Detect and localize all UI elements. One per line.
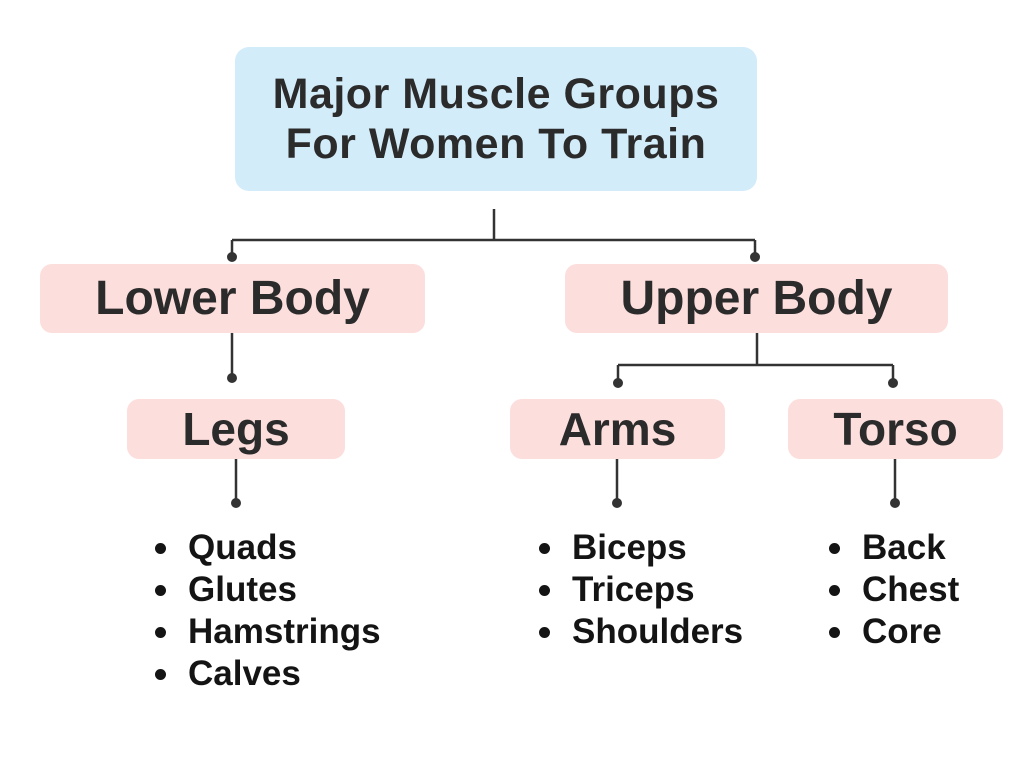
arms-muscle-list: Biceps Triceps Shoulders (536, 527, 743, 653)
list-item: Triceps (536, 569, 743, 611)
list-item: Core (826, 611, 959, 653)
list-item: Back (826, 527, 959, 569)
legs-muscle-list: Quads Glutes Hamstrings Calves (152, 527, 381, 695)
list-item: Shoulders (536, 611, 743, 653)
list-item: Quads (152, 527, 381, 569)
node-upper-body: Upper Body (565, 264, 948, 333)
node-arms: Arms (510, 399, 725, 459)
root-title-line-1: Major Muscle Groups (272, 70, 720, 118)
list-item: Glutes (152, 569, 381, 611)
root-title-line-2: For Women To Train (285, 120, 707, 168)
list-item: Hamstrings (152, 611, 381, 653)
node-torso: Torso (788, 399, 1003, 459)
list-item: Biceps (536, 527, 743, 569)
root-node: Major Muscle Groups For Women To Train (235, 47, 757, 191)
list-item: Calves (152, 653, 381, 695)
torso-muscle-list: Back Chest Core (826, 527, 959, 653)
list-item: Chest (826, 569, 959, 611)
node-legs: Legs (127, 399, 345, 459)
node-lower-body: Lower Body (40, 264, 425, 333)
